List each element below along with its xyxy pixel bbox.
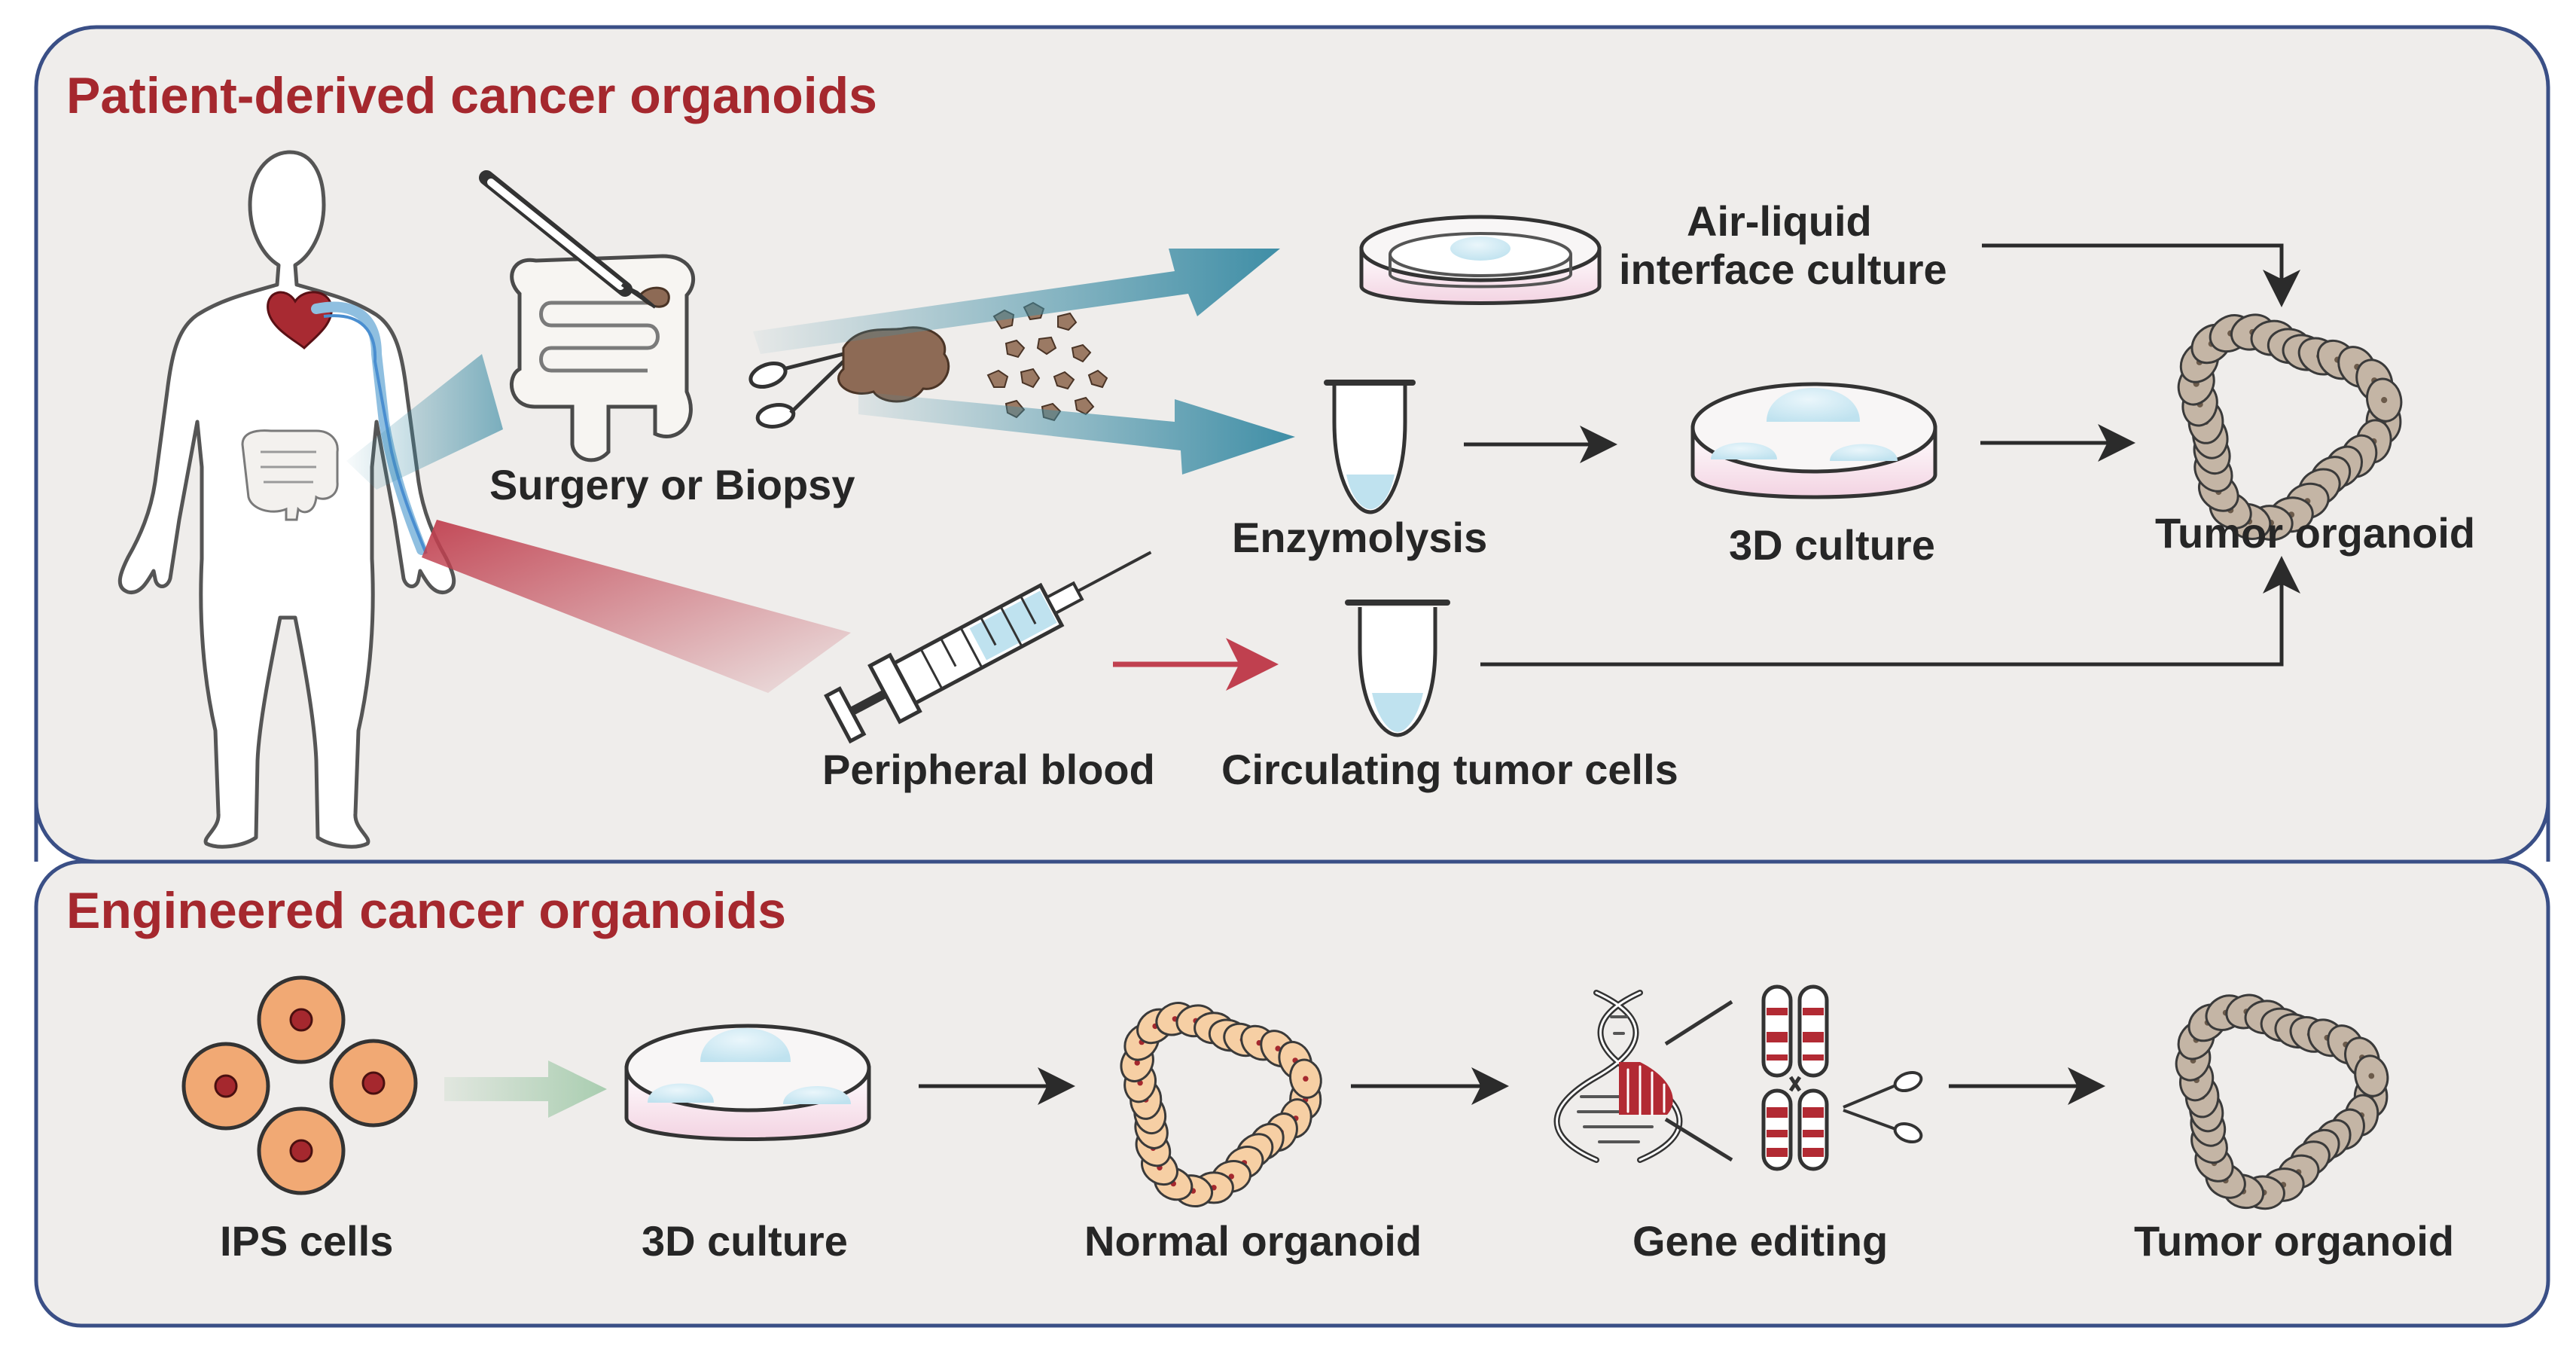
arrow-ctc-to-organoid [1480,556,2300,667]
label-ips-cells: IPS cells [220,1217,394,1265]
teal-arrow-air-liquid [753,249,1280,354]
colon-small-icon [241,429,339,521]
petri-dish-icon [624,1024,871,1141]
scalpel-icon [479,170,657,309]
cell-icon [181,1042,270,1131]
blood-cone [422,520,851,693]
green-arrow [444,1061,607,1118]
organoid-icon [2175,993,2389,1210]
panel-title-engineered: Engineered cancer organoids [66,882,787,939]
colon-icon [509,254,695,462]
organoid-nucleus [2368,1073,2375,1079]
arrow-air-liquid-to-organoid [1982,243,2300,307]
label-normal-organoid: Normal organoid [1084,1217,1422,1265]
label-surgery-biopsy: Surgery or Biopsy [489,461,855,508]
cell-icon [329,1039,418,1128]
organoid-nucleus [1275,1045,1281,1051]
label-enzymolysis: Enzymolysis [1232,514,1488,561]
syringe-icon [824,551,1152,744]
label-tumor-organoid-top: Tumor organoid [2155,509,2476,557]
petri-dish-icon [1690,382,1937,499]
organoid-icon [1120,1002,1322,1207]
label-ctc: Circulating tumor cells [1221,746,1678,793]
scissors-icon [1843,1070,1923,1144]
dna-icon [1553,990,1683,1163]
organoid-nucleus [1134,1060,1140,1066]
organoid-icon [2177,313,2403,542]
test-tube-icon [1345,600,1450,737]
chromosome-icon [1761,984,1829,1171]
organoid-nucleus [2381,397,2388,404]
label-3d-culture-bottom: 3D culture [642,1217,848,1265]
label-peripheral-blood: Peripheral blood [822,746,1155,793]
cell-icon [257,975,346,1064]
label-3d-culture-top: 3D culture [1729,521,1935,569]
petri-dish-icon [1359,215,1602,305]
test-tube-icon [1324,380,1416,514]
panel-title-patient-derived: Patient-derived cancer organoids [66,67,877,124]
teal-arrow-enzymolysis [858,392,1295,475]
label-air-liquid-line1: Air-liquid [1687,197,1872,245]
organoid-nucleus [1303,1076,1309,1082]
label-tumor-organoid-bottom: Tumor organoid [2134,1217,2455,1265]
biopsy-cone [346,354,503,490]
label-gene-editing: Gene editing [1632,1217,1889,1265]
vessel-icon [311,301,427,555]
cell-icon [257,1106,346,1195]
label-air-liquid-line2: interface culture [1619,246,1947,293]
scissors-icon [748,352,845,429]
